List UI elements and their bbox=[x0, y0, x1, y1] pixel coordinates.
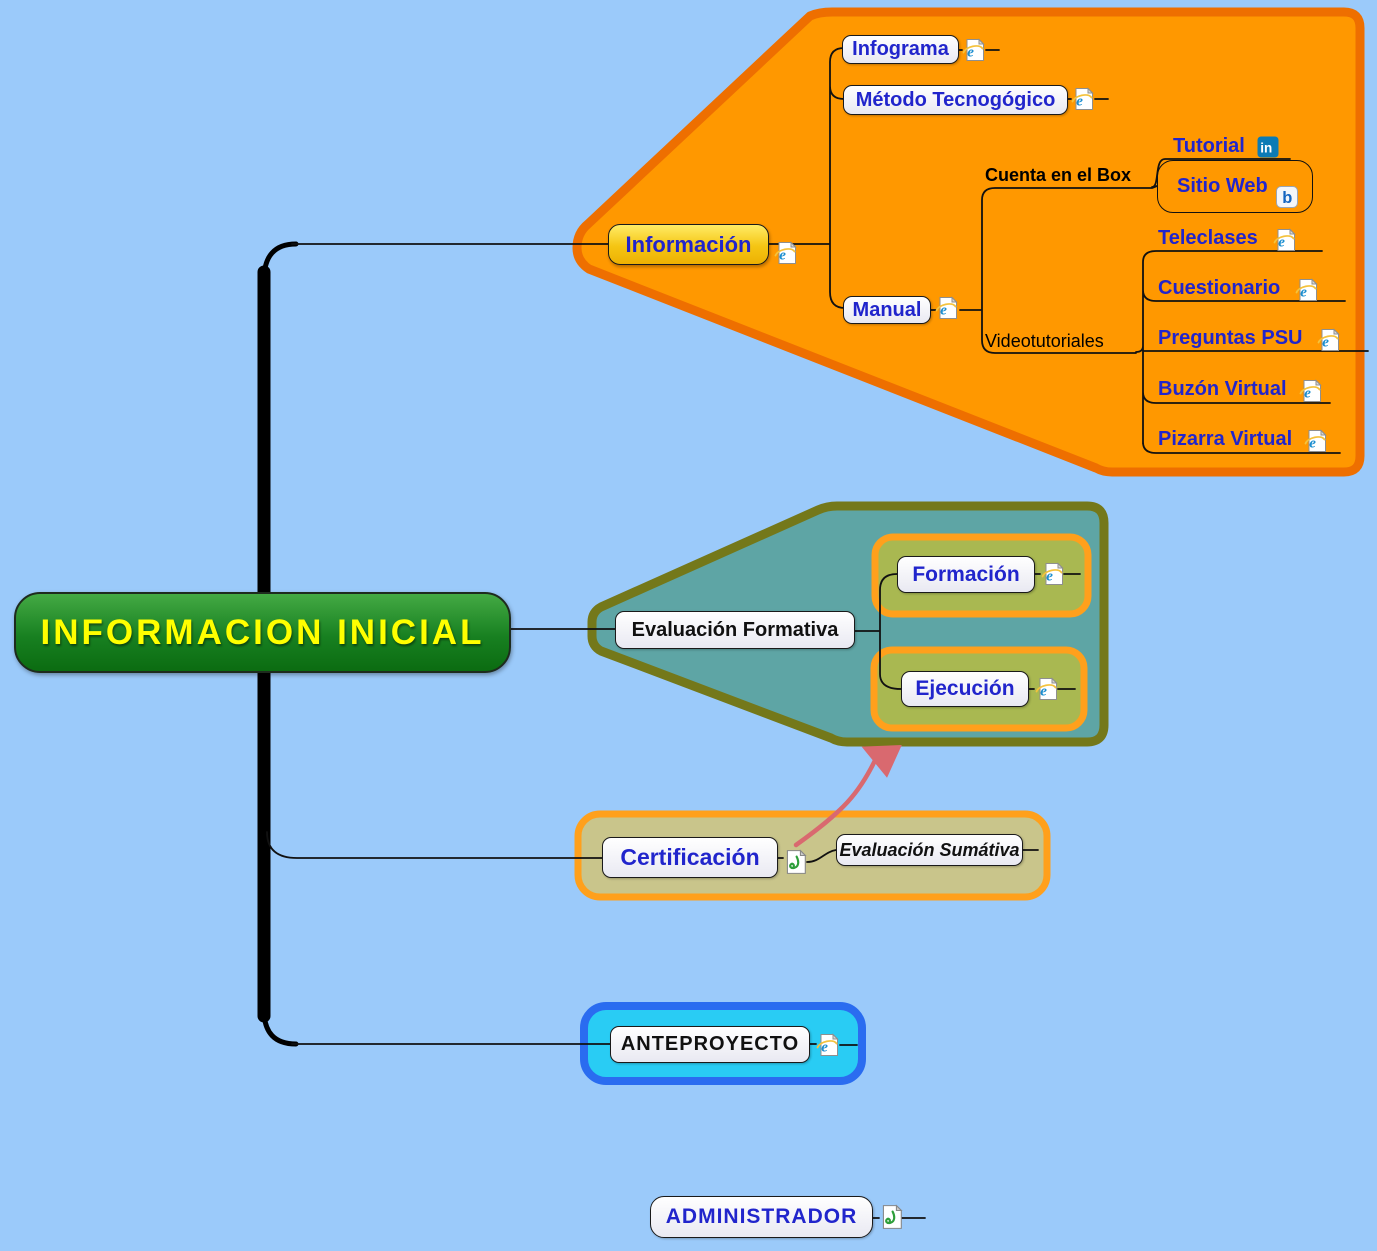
node-label: Tutorial bbox=[1173, 134, 1245, 157]
node-label: Evaluación Sumátiva bbox=[839, 839, 1020, 860]
node-informacion-inicial[interactable]: INFORMACION INICIAL bbox=[14, 592, 511, 673]
node-label: ANTEPROYECTO bbox=[620, 1033, 800, 1055]
node-certificacion[interactable]: Certificación bbox=[602, 837, 778, 878]
node-manual[interactable]: Manual bbox=[843, 296, 931, 324]
node-label: Cuestionario bbox=[1158, 276, 1281, 299]
linkedin-icon bbox=[1257, 136, 1279, 158]
node-infograma[interactable]: Infograma bbox=[842, 35, 959, 64]
internet-explorer-icon bbox=[773, 241, 797, 265]
node-label: Infograma bbox=[852, 38, 949, 60]
node-label: Manual bbox=[852, 298, 922, 321]
node-evaluacion-formativa[interactable]: Evaluación Formativa bbox=[615, 611, 855, 649]
node-formacion[interactable]: Formación bbox=[897, 556, 1035, 593]
internet-explorer-icon bbox=[1316, 328, 1340, 352]
node-informacion[interactable]: Información bbox=[608, 224, 769, 265]
node-label: Teleclases bbox=[1158, 226, 1258, 249]
node-preguntas-psu[interactable]: Preguntas PSU bbox=[1158, 326, 1302, 350]
internet-explorer-icon bbox=[1298, 379, 1322, 403]
node-label: Método Tecnogógico bbox=[855, 88, 1056, 111]
script-file-icon bbox=[782, 849, 808, 875]
tree-lines bbox=[266, 47, 1369, 1219]
node-label: Cuenta en el Box bbox=[985, 164, 1132, 185]
internet-explorer-icon bbox=[1303, 429, 1327, 453]
node-videotutoriales[interactable]: Videotutoriales bbox=[985, 330, 1104, 352]
node-label: Información bbox=[625, 231, 752, 257]
node-label: Certificación bbox=[620, 844, 760, 870]
node-label: Evaluación Formativa bbox=[631, 618, 839, 641]
internet-explorer-icon bbox=[961, 38, 985, 62]
script-file-icon bbox=[878, 1204, 904, 1230]
node-cuenta-en-el-box[interactable]: Cuenta en el Box bbox=[985, 164, 1131, 186]
root-trunk-corners bbox=[261, 241, 299, 1047]
node-label: Videotutoriales bbox=[985, 330, 1104, 351]
internet-explorer-icon bbox=[1294, 278, 1318, 302]
letter-b-icon bbox=[1276, 186, 1298, 208]
node-evaluacion-sumativa[interactable]: Evaluación Sumátiva bbox=[836, 834, 1023, 866]
node-metodo-tecnogogico[interactable]: Método Tecnogógico bbox=[843, 85, 1068, 115]
node-label: INFORMACION INICIAL bbox=[40, 612, 485, 652]
node-administrador[interactable]: ADMINISTRADOR bbox=[650, 1196, 873, 1238]
node-sitio-web[interactable]: Sitio Web bbox=[1157, 160, 1313, 213]
node-label: Formación bbox=[912, 562, 1020, 586]
node-label: ADMINISTRADOR bbox=[665, 1205, 858, 1228]
node-label: Ejecución bbox=[915, 677, 1015, 700]
node-anteproyecto[interactable]: ANTEPROYECTO bbox=[610, 1026, 810, 1063]
node-buzon-virtual[interactable]: Buzón Virtual bbox=[1158, 377, 1287, 401]
internet-explorer-icon bbox=[1040, 562, 1064, 586]
internet-explorer-icon bbox=[815, 1033, 839, 1057]
node-cuestionario[interactable]: Cuestionario bbox=[1158, 276, 1280, 300]
relation-arrow bbox=[793, 744, 902, 848]
node-ejecucion[interactable]: Ejecución bbox=[901, 671, 1029, 707]
internet-explorer-icon bbox=[1272, 228, 1296, 252]
node-teleclases[interactable]: Teleclases bbox=[1158, 226, 1258, 250]
node-pizarra-virtual[interactable]: Pizarra Virtual bbox=[1158, 427, 1292, 451]
informacion-cloud bbox=[572, 7, 1365, 477]
node-label: Buzón Virtual bbox=[1158, 377, 1287, 400]
node-label: Sitio Web bbox=[1177, 175, 1268, 197]
internet-explorer-icon bbox=[1034, 677, 1058, 701]
internet-explorer-icon bbox=[934, 296, 958, 320]
node-label: Preguntas PSU bbox=[1158, 326, 1303, 349]
node-tutorial[interactable]: Tutorial bbox=[1173, 134, 1245, 158]
internet-explorer-icon bbox=[1070, 87, 1094, 111]
node-label: Pizarra Virtual bbox=[1158, 427, 1293, 450]
